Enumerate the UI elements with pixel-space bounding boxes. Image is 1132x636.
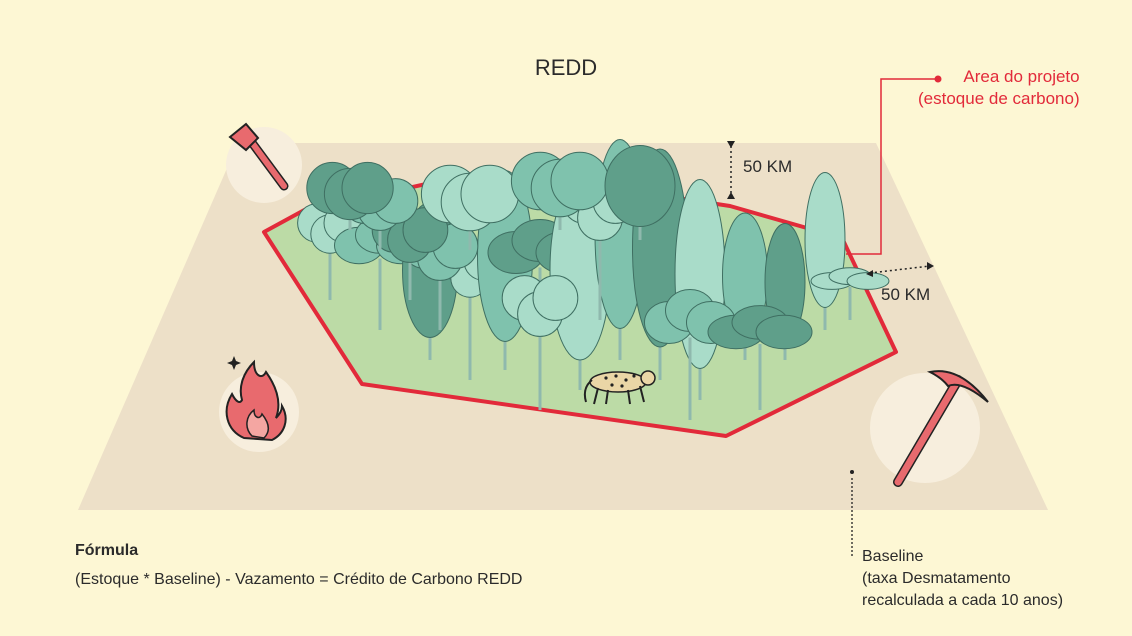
project-area-leader bbox=[846, 75, 942, 255]
baseline-leader bbox=[850, 470, 854, 556]
formula-heading: Fórmula bbox=[75, 542, 139, 559]
jaguar-icon bbox=[583, 370, 656, 405]
axe-icon bbox=[228, 122, 289, 191]
forest bbox=[297, 139, 890, 420]
project-area-line2: (estoque de carbono) bbox=[918, 89, 1080, 108]
diagram-title: REDD bbox=[534, 55, 598, 80]
distance-label-right: 50 KM bbox=[881, 285, 931, 304]
tree bbox=[306, 161, 394, 230]
project-area-label: Area do projeto (estoque de carbono) bbox=[918, 66, 1080, 110]
tree bbox=[707, 305, 813, 410]
baseline-label: Baseline (taxa Desmatamento recalculada … bbox=[862, 546, 1063, 612]
pickaxe-icon bbox=[893, 370, 989, 487]
distance-label-top: 50 KM bbox=[743, 157, 793, 176]
baseline-line3: recalculada a cada 10 anos) bbox=[862, 592, 1064, 609]
formula-text: (Estoque * Baseline) - Vazamento = Crédi… bbox=[75, 571, 523, 588]
tree bbox=[510, 151, 610, 230]
baseline-line1: Baseline bbox=[862, 548, 924, 565]
fire-icon bbox=[225, 356, 287, 442]
distance-marker-top bbox=[727, 141, 735, 199]
tree bbox=[644, 289, 736, 420]
tree bbox=[420, 164, 520, 250]
tree bbox=[501, 275, 579, 410]
tree bbox=[604, 145, 676, 240]
baseline-line2: (taxa Desmatamento bbox=[862, 570, 1011, 587]
project-area-line1: Area do projeto bbox=[963, 67, 1080, 86]
distance-marker-right bbox=[866, 262, 934, 277]
tree bbox=[810, 267, 890, 320]
